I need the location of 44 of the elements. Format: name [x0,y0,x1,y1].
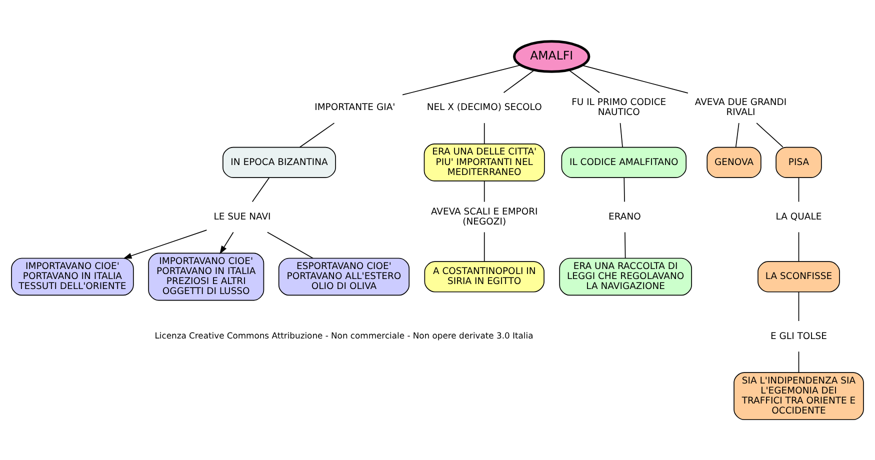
connector [798,291,800,321]
connector [735,122,740,148]
node-text: ERANO [608,210,641,222]
connector [299,122,335,148]
node-text: E GLI TOLSE [770,330,827,342]
connector [484,180,485,202]
node-text: AVEVA DUE GRANDI RIVALI [694,96,787,118]
node-box: ERA UNA RACCOLTA DI LEGGI CHE REGOLAVANO LA NAVIGAZIONE [559,257,692,296]
node-box: IMPORTAVANO CIOE' PORTAVANO IN ITALIA PREZIOSI E ALTRI OGGETTI DI LUSSO [148,252,264,300]
connector [402,64,522,95]
node-box: IL CODICE AMALFITANO [561,146,687,178]
connector [267,231,314,258]
node-box: LA SCONFISSE [758,260,840,292]
node-text: LE SUE NAVI [214,210,271,222]
node-box: A COSTANTINOPOLI IN SIRIA IN EGITTO [424,260,544,292]
node-text: LA QUALE [776,210,822,222]
connector [484,231,485,262]
node-box: GENOVA [706,146,762,178]
connector [484,122,485,144]
connector [582,64,688,93]
node-text: AVEVA SCALI E EMPORI (NEGOZI) [430,206,538,227]
node-box: IN EPOCA BIZANTINA [222,146,336,178]
connector [798,176,800,202]
node-box: PISA [776,146,822,178]
connector [798,231,800,262]
label: Licenza Creative Commons Attribuzione - Non commerciale - Non opere derivate 3.0 Italia [154,330,534,340]
arrow [220,231,234,254]
node-box: IMPORTAVANO CIOE' PORTAVANO IN ITALIA TESSUTI DELL'ORIENTE [11,257,134,296]
node-text: FU IL PRIMO CODICE NAUTICO [572,96,666,118]
node-text: IMPORTANTE GIA' [314,102,396,113]
connector [756,122,784,148]
connector [624,231,626,258]
arrow [123,229,208,258]
connector [798,350,800,372]
node-ellipse: AMALFI [513,40,590,72]
node-box: SIA L'INDIPENDENZA SIA L'EGEMONIA DEI TRAFFICI TRA ORIENTE E OCCIDENTE [734,372,864,420]
connector [620,122,623,148]
node-box: ESPORTAVANO CIOE' PORTAVANO ALL'ESTERO OLIO DI OLIVA [278,257,410,296]
connector [503,69,535,93]
connector [568,69,600,93]
connector [624,176,625,202]
connector [252,176,270,202]
node-box: ERA UNA DELLE CITTA' PIU' IMPORTANTI NEL MEDITERRANEO [424,143,545,181]
node-text: NEL X (DECIMO) SECOLO [426,102,542,113]
